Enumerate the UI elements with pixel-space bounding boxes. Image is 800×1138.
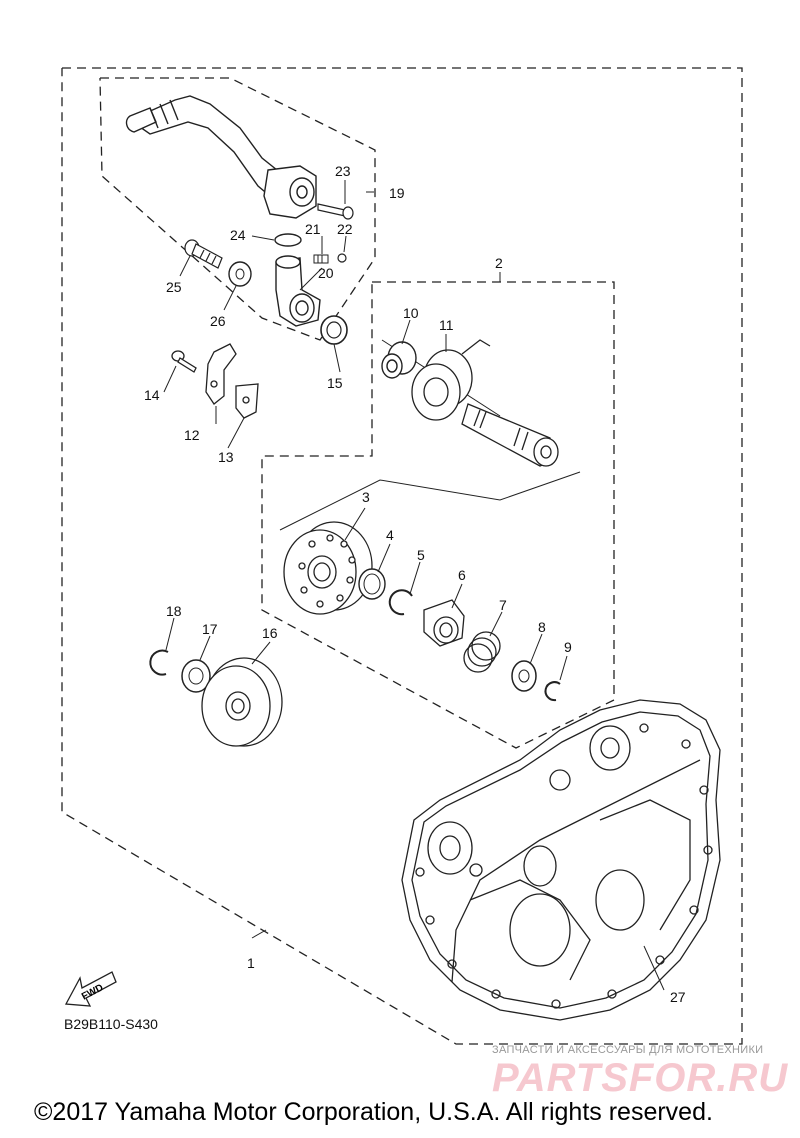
callout-3: 3: [362, 489, 370, 505]
callout-10: 10: [403, 305, 419, 321]
callout-1: 1: [247, 955, 255, 971]
watermark-brand: PARTSFOR.RU: [492, 1056, 789, 1100]
callout-4: 4: [386, 527, 394, 543]
crankcase: [401, 699, 721, 1021]
callout-18: 18: [166, 603, 182, 619]
callout-14: 14: [144, 387, 160, 403]
callout-27: 27: [670, 989, 686, 1005]
callout-2: 2: [495, 255, 503, 271]
callout-24: 24: [230, 227, 246, 243]
ratchet-wheel: [283, 521, 373, 615]
callout-17: 17: [202, 621, 218, 637]
callout-8: 8: [538, 619, 546, 635]
copyright-text: ©2017 Yamaha Motor Corporation, U.S.A. A…: [34, 1098, 713, 1126]
drawing-code: B29B110-S430: [64, 1016, 158, 1032]
callout-11: 11: [439, 317, 454, 333]
idle-gear: [201, 657, 283, 747]
callout-19: 19: [389, 185, 405, 201]
callout-25: 25: [166, 279, 182, 295]
callout-22: 22: [337, 221, 353, 237]
fwd-arrow-icon: [64, 971, 117, 1007]
kick-lever-boundary-19: [99, 77, 376, 341]
assembly-boundary-1: [61, 67, 743, 1045]
callout-12: 12: [184, 427, 200, 443]
fwd-label: FWD: [80, 982, 105, 1002]
callout-6: 6: [458, 567, 466, 583]
watermark-subtitle: ЗАПЧАСТИ И АКСЕССУАРЫ ДЛЯ МОТОТЕХНИКИ: [492, 1044, 764, 1056]
callout-5: 5: [417, 547, 425, 563]
kick-lever: [125, 95, 317, 219]
callout-15: 15: [327, 375, 343, 391]
callout-23: 23: [335, 163, 351, 179]
callout-16: 16: [262, 625, 278, 641]
callout-20: 20: [318, 265, 334, 281]
callout-9: 9: [564, 639, 572, 655]
callout-7: 7: [499, 597, 507, 613]
callout-13: 13: [218, 449, 234, 465]
callouts: 1 2 3 4 5 6 7 8 9 10 11 12 13 14 15 16 1…: [144, 163, 686, 1005]
callout-26: 26: [210, 313, 226, 329]
callout-21: 21: [305, 221, 321, 237]
kick-shaft: [461, 403, 559, 467]
